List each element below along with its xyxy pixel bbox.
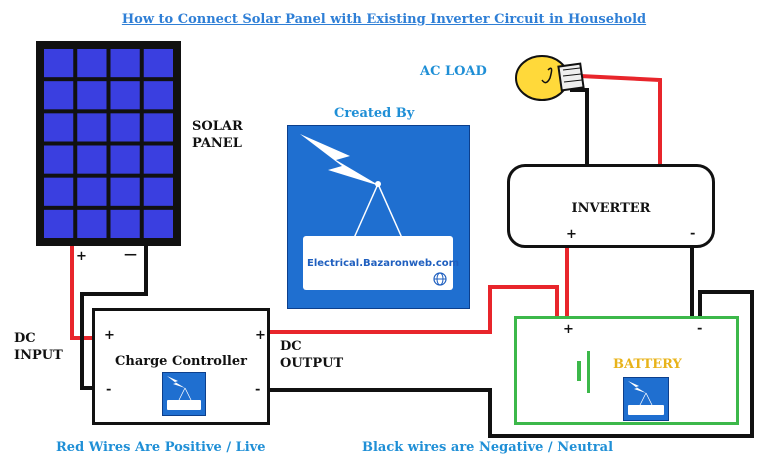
solar-cell bbox=[44, 145, 74, 174]
lightning-icon bbox=[628, 381, 664, 415]
ac-load-label: AC LOAD bbox=[420, 64, 487, 79]
solar-cell bbox=[77, 113, 107, 142]
black-wire-inverter-to-load bbox=[570, 88, 589, 168]
lightning-icon bbox=[167, 376, 201, 410]
solar-plus-sign: + bbox=[76, 249, 87, 264]
solar-cell bbox=[110, 209, 140, 238]
solar-cell bbox=[44, 177, 74, 206]
solar-cell bbox=[77, 49, 107, 78]
solar-panel bbox=[36, 41, 181, 246]
light-bulb-icon bbox=[515, 55, 585, 101]
battery-brand-logo bbox=[623, 377, 669, 421]
solar-cell bbox=[110, 113, 140, 142]
controller-input-plus: + bbox=[104, 328, 115, 343]
globe-icon bbox=[433, 272, 447, 286]
battery: + - BATTERY bbox=[514, 316, 739, 425]
controller-label: Charge Controller bbox=[115, 354, 247, 369]
red-wire-inverter-to-load bbox=[579, 74, 662, 168]
site-url: Electrical.Bazaronweb.com bbox=[307, 258, 460, 269]
solar-cell bbox=[44, 81, 74, 110]
battery-minus-sign: - bbox=[697, 321, 703, 336]
inverter-minus-sign: - bbox=[690, 226, 696, 241]
page-title: How to Connect Solar Panel with Existing… bbox=[121, 12, 647, 27]
lightning-icon bbox=[300, 134, 403, 239]
battery-plus-sign: + bbox=[563, 322, 574, 337]
solar-cell bbox=[110, 81, 140, 110]
dc-input-label: DC INPUT bbox=[14, 331, 63, 363]
solar-cell bbox=[143, 177, 173, 206]
solar-cell bbox=[110, 145, 140, 174]
solar-cell bbox=[143, 113, 173, 142]
solar-cell bbox=[44, 49, 74, 78]
solar-minus-sign: — bbox=[124, 247, 137, 262]
black-wire-panel-to-controller bbox=[80, 246, 148, 390]
legend-red-wires: Red Wires Are Positive / Live bbox=[56, 440, 266, 455]
solar-cell bbox=[143, 209, 173, 238]
dc-output-label: DC OUTPUT bbox=[280, 339, 344, 371]
inverter-label: INVERTER bbox=[571, 201, 651, 216]
controller-brand-logo bbox=[162, 372, 206, 416]
created-by-label: Created By bbox=[334, 106, 415, 121]
solar-cell bbox=[143, 49, 173, 78]
solar-cell bbox=[77, 209, 107, 238]
solar-cell bbox=[77, 81, 107, 110]
brand-logo: Electrical.Bazaronweb.com bbox=[287, 125, 470, 309]
solar-cells bbox=[44, 49, 173, 238]
inverter-plus-sign: + bbox=[566, 227, 577, 242]
controller-output-minus: - bbox=[255, 382, 261, 397]
charge-controller: + + Charge Controller - - bbox=[92, 308, 270, 425]
red-wire-controller-to-battery bbox=[268, 285, 559, 334]
solar-cell bbox=[110, 49, 140, 78]
red-wire-panel-to-controller bbox=[70, 246, 95, 340]
solar-cell bbox=[77, 145, 107, 174]
solar-cell bbox=[143, 145, 173, 174]
solar-cell bbox=[44, 113, 74, 142]
solar-cell bbox=[44, 209, 74, 238]
black-wire-controller-to-battery bbox=[268, 290, 754, 438]
legend-black-wires: Black wires are Negative / Neutral bbox=[362, 440, 614, 455]
controller-input-minus: - bbox=[106, 382, 112, 397]
inverter: INVERTER + - bbox=[507, 164, 715, 248]
solar-panel-label: SOLAR PANEL bbox=[192, 119, 243, 151]
solar-cell bbox=[143, 81, 173, 110]
solar-cell bbox=[77, 177, 107, 206]
battery-cell-icon bbox=[577, 351, 590, 393]
controller-output-plus: + bbox=[255, 328, 266, 343]
battery-label: BATTERY bbox=[613, 357, 682, 372]
solar-cell bbox=[110, 177, 140, 206]
